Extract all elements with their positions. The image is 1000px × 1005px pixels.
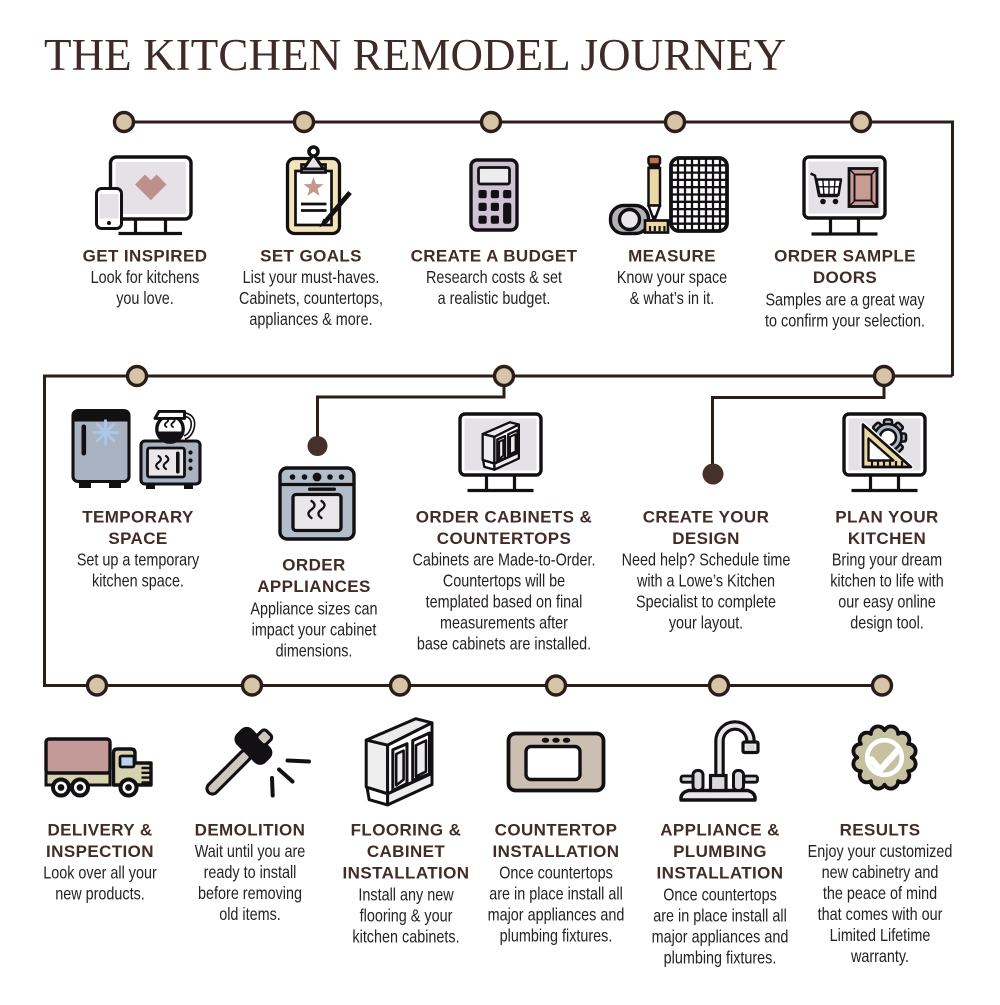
- svg-text:DELIVERY &: DELIVERY &: [47, 821, 152, 840]
- svg-text:before removing: before removing: [198, 884, 302, 904]
- svg-text:ready to install: ready to install: [204, 863, 297, 883]
- svg-text:old items.: old items.: [219, 905, 281, 925]
- svg-text:the peace of mind: the peace of mind: [823, 884, 937, 904]
- svg-text:Appliance sizes can: Appliance sizes can: [250, 599, 377, 619]
- svg-text:kitchen cabinets.: kitchen cabinets.: [352, 927, 459, 947]
- svg-text:MEASURE: MEASURE: [628, 247, 716, 266]
- svg-text:templated based on final: templated based on final: [426, 592, 583, 612]
- svg-text:DEMOLITION: DEMOLITION: [195, 821, 306, 840]
- svg-text:a realistic budget.: a realistic budget.: [438, 289, 551, 309]
- svg-text:Enjoy your customized: Enjoy your customized: [808, 842, 953, 862]
- svg-text:CABINET: CABINET: [367, 842, 446, 861]
- svg-text:Research costs & set: Research costs & set: [426, 268, 562, 288]
- svg-text:APPLIANCE &: APPLIANCE &: [660, 821, 780, 840]
- svg-text:you love.: you love.: [116, 289, 174, 309]
- svg-text:GET INSPIRED: GET INSPIRED: [83, 247, 208, 266]
- svg-text:new cabinetry and: new cabinetry and: [822, 863, 939, 883]
- svg-text:plumbing fixtures.: plumbing fixtures.: [664, 948, 777, 968]
- svg-text:warranty.: warranty.: [850, 947, 909, 967]
- svg-text:INSTALLATION: INSTALLATION: [493, 842, 620, 861]
- svg-text:that comes with our: that comes with our: [818, 905, 943, 925]
- svg-text:THE KITCHEN REMODEL JOURNEY: THE KITCHEN REMODEL JOURNEY: [44, 30, 786, 80]
- svg-text:TEMPORARY: TEMPORARY: [82, 508, 194, 527]
- svg-text:your layout.: your layout.: [669, 613, 743, 633]
- svg-text:Wait until you are: Wait until you are: [195, 842, 306, 862]
- svg-text:Set up a temporary: Set up a temporary: [77, 550, 200, 570]
- svg-text:Look over all your: Look over all your: [43, 863, 157, 883]
- svg-text:Once countertops: Once countertops: [499, 863, 613, 883]
- svg-text:DOORS: DOORS: [813, 268, 877, 287]
- svg-text:APPLIANCES: APPLIANCES: [257, 577, 371, 596]
- svg-text:PLAN YOUR: PLAN YOUR: [835, 508, 938, 527]
- svg-text:Install any new: Install any new: [358, 885, 453, 905]
- svg-text:Once countertops: Once countertops: [663, 885, 777, 905]
- svg-text:Limited Lifetime: Limited Lifetime: [830, 926, 931, 946]
- svg-text:Bring your dream: Bring your dream: [832, 550, 942, 570]
- svg-text:SET GOALS: SET GOALS: [260, 247, 362, 266]
- svg-text:SPACE: SPACE: [108, 529, 167, 548]
- svg-text:kitchen space.: kitchen space.: [92, 571, 184, 591]
- svg-text:ORDER SAMPLE: ORDER SAMPLE: [774, 247, 916, 266]
- svg-text:Look for kitchens: Look for kitchens: [91, 268, 200, 288]
- svg-text:new products.: new products.: [55, 884, 145, 904]
- svg-text:are in place install all: are in place install all: [489, 884, 623, 904]
- svg-text:INSPECTION: INSPECTION: [46, 842, 154, 861]
- svg-text:FLOORING &: FLOORING &: [351, 821, 462, 840]
- svg-text:Need help? Schedule time: Need help? Schedule time: [622, 550, 791, 570]
- svg-text:major appliances and: major appliances and: [652, 927, 789, 947]
- svg-text:flooring & your: flooring & your: [360, 906, 453, 926]
- svg-text:to confirm your selection.: to confirm your selection.: [765, 311, 925, 331]
- svg-text:design tool.: design tool.: [850, 613, 924, 633]
- svg-text:PLUMBING: PLUMBING: [673, 842, 767, 861]
- svg-text:ORDER CABINETS &: ORDER CABINETS &: [416, 508, 592, 527]
- svg-text:are in place install all: are in place install all: [653, 906, 787, 926]
- svg-text:Specialist to complete: Specialist to complete: [636, 592, 776, 612]
- svg-text:impact your cabinet: impact your cabinet: [252, 620, 377, 640]
- svg-text:our easy online: our easy online: [838, 592, 936, 612]
- svg-text:appliances & more.: appliances & more.: [249, 310, 372, 330]
- svg-text:COUNTERTOPS: COUNTERTOPS: [437, 529, 571, 548]
- svg-text:with a Lowe’s Kitchen: with a Lowe’s Kitchen: [636, 571, 775, 591]
- svg-text:Samples are a great way: Samples are a great way: [765, 290, 925, 310]
- svg-text:dimensions.: dimensions.: [276, 641, 353, 661]
- svg-text:base cabinets are installed.: base cabinets are installed.: [417, 634, 591, 654]
- svg-text:RESULTS: RESULTS: [840, 821, 921, 840]
- svg-text:CREATE YOUR: CREATE YOUR: [643, 508, 770, 527]
- svg-text:CREATE A BUDGET: CREATE A BUDGET: [411, 247, 578, 266]
- svg-text:major appliances and: major appliances and: [488, 905, 625, 925]
- svg-text:Cabinets are Made-to-Order.: Cabinets are Made-to-Order.: [412, 550, 595, 570]
- svg-text:COUNTERTOP: COUNTERTOP: [495, 821, 618, 840]
- svg-text:INSTALLATION: INSTALLATION: [343, 864, 470, 883]
- svg-text:KITCHEN: KITCHEN: [848, 529, 926, 548]
- svg-text:Know your space: Know your space: [617, 268, 727, 288]
- svg-text:plumbing fixtures.: plumbing fixtures.: [500, 926, 613, 946]
- svg-text:kitchen to life with: kitchen to life with: [830, 571, 944, 591]
- svg-text:Cabinets, countertops,: Cabinets, countertops,: [239, 289, 383, 309]
- svg-text:ORDER: ORDER: [282, 556, 345, 575]
- svg-text:Countertops will be: Countertops will be: [443, 571, 565, 591]
- svg-text:measurements after: measurements after: [440, 613, 568, 633]
- svg-text:List your must-haves.: List your must-haves.: [243, 268, 380, 288]
- svg-text:DESIGN: DESIGN: [672, 529, 740, 548]
- svg-text:& what’s in it.: & what’s in it.: [630, 289, 714, 309]
- svg-text:INSTALLATION: INSTALLATION: [657, 864, 784, 883]
